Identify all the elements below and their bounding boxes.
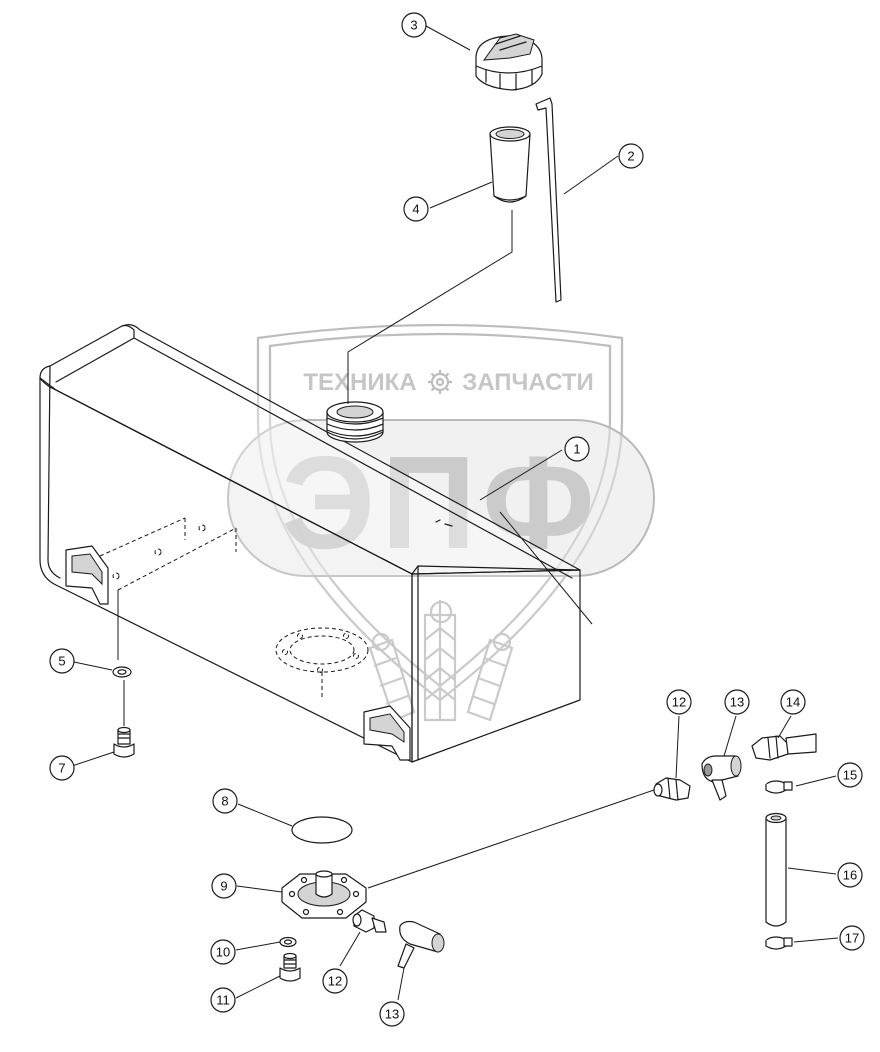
callout-16: 16	[837, 862, 863, 888]
hose-clamp-15	[765, 780, 793, 794]
watermark-big-text: ЭПФ	[281, 429, 600, 576]
callout-14-label: 14	[786, 695, 800, 710]
filler-neck	[326, 401, 384, 443]
hose-16	[765, 812, 787, 927]
valve-13-lower	[397, 920, 445, 969]
tank-bracket-left	[65, 545, 109, 605]
callout-2: 2	[618, 143, 644, 169]
callout-9: 9	[211, 873, 237, 899]
filler-cap	[475, 33, 543, 91]
bolt-7	[113, 726, 135, 758]
callout-12-lower: 12	[322, 968, 348, 994]
callout-1: 1	[564, 436, 590, 462]
fitting-12-upper	[653, 777, 691, 801]
callout-12-upper: 12	[666, 689, 692, 715]
washer-5	[112, 666, 132, 678]
tank-end-face	[411, 569, 581, 763]
fitting-12-lower	[352, 909, 387, 933]
callout-8-label: 8	[221, 794, 228, 809]
callout-14: 14	[780, 689, 806, 715]
callout-11: 11	[210, 987, 236, 1013]
callout-3-label: 3	[410, 18, 417, 33]
watermark: ТЕХНИКА ЗАПЧАСТИ ЭПФ	[227, 323, 655, 722]
hose-fitting-14	[751, 733, 817, 761]
callout-7: 7	[49, 755, 75, 781]
gear-icon	[428, 370, 452, 394]
callouts: 1 2 3 4 5 7 8 9 10 11 12 12 13 13 14 15 …	[49, 12, 865, 1027]
drain-opening-outline	[275, 627, 369, 700]
dipstick	[535, 97, 562, 303]
callout-4-label: 4	[412, 202, 419, 217]
drain-flange-9	[281, 870, 367, 919]
filler-strainer	[489, 126, 531, 203]
callout-4: 4	[403, 196, 429, 222]
washer-10	[279, 936, 297, 948]
valve-13-upper	[701, 755, 742, 801]
callout-10-label: 10	[216, 945, 230, 960]
callout-13-upper: 13	[724, 689, 750, 715]
watermark-wheat	[368, 600, 514, 722]
callout-2-label: 2	[627, 149, 634, 164]
callout-8: 8	[212, 788, 238, 814]
callout-12-upper-label: 12	[672, 695, 686, 710]
callout-11-label: 11	[216, 993, 230, 1008]
callout-1-label: 1	[573, 442, 580, 457]
hose-clamp-17	[765, 936, 793, 950]
callout-13-lower: 13	[379, 1001, 405, 1027]
callout-5-label: 5	[58, 654, 65, 669]
callout-9-label: 9	[220, 879, 227, 894]
callout-15-label: 15	[843, 768, 857, 783]
callout-12-lower-label: 12	[328, 974, 342, 989]
callout-7-label: 7	[58, 761, 65, 776]
tank-bracket-right	[363, 705, 411, 761]
callout-16-label: 16	[843, 868, 857, 883]
callout-15: 15	[837, 762, 863, 788]
callout-17: 17	[839, 925, 865, 951]
gasket-8	[291, 816, 353, 844]
callout-5: 5	[49, 648, 75, 674]
callout-13-lower-label: 13	[385, 1007, 399, 1022]
leader-lines	[71, 25, 839, 1001]
fuel-tank	[39, 324, 581, 763]
bolt-11	[279, 952, 301, 982]
watermark-text-right: ЗАПЧАСТИ	[462, 369, 594, 396]
callout-13-upper-label: 13	[730, 695, 744, 710]
callout-17-label: 17	[845, 931, 859, 946]
callout-3: 3	[401, 12, 427, 38]
callout-10: 10	[210, 939, 236, 965]
watermark-text-left: ТЕХНИКА	[303, 369, 416, 396]
